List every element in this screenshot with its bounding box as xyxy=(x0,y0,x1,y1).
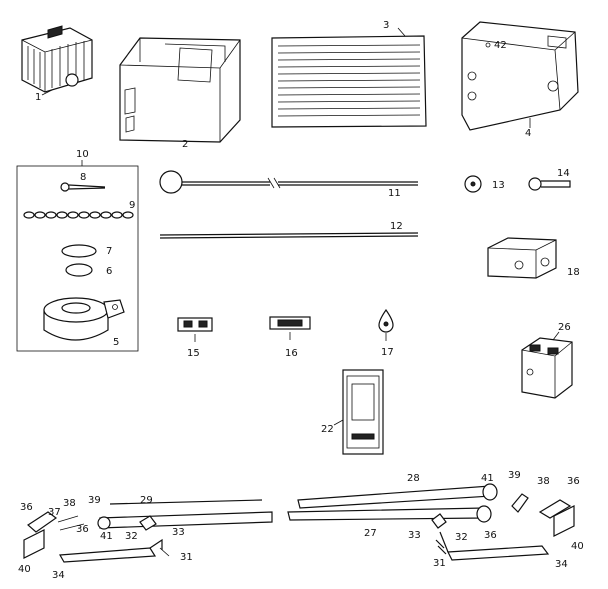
label-39a: 39 xyxy=(88,495,101,506)
label-39b: 39 xyxy=(508,470,521,481)
left-burner-assembly xyxy=(23,499,273,563)
label-29: 29 xyxy=(140,495,153,506)
label-36c: 36 xyxy=(567,476,580,487)
label-33a: 33 xyxy=(172,527,185,538)
label-41b: 41 xyxy=(481,473,494,484)
part-15-plate xyxy=(177,317,213,342)
label-2: 2 xyxy=(182,139,188,150)
label-27: 27 xyxy=(364,528,377,539)
part-17-drop xyxy=(378,308,394,341)
label-11: 11 xyxy=(388,188,401,199)
label-10: 10 xyxy=(76,149,89,160)
left-bracket-34 xyxy=(59,547,157,563)
label-37: 37 xyxy=(48,507,61,518)
right-burner-tube-27 xyxy=(287,507,485,521)
label-14: 14 xyxy=(557,168,570,179)
right-bracket-36 xyxy=(538,499,572,519)
label-38a: 38 xyxy=(63,498,76,509)
label-34a: 34 xyxy=(52,570,65,581)
label-22: 22 xyxy=(321,424,334,435)
label-5: 5 xyxy=(113,337,119,348)
parts-group-frame xyxy=(16,165,139,352)
label-40a: 40 xyxy=(18,564,31,575)
part-11-rod xyxy=(159,170,418,194)
label-32b: 32 xyxy=(455,532,468,543)
part-2-firebox xyxy=(119,37,241,143)
label-12: 12 xyxy=(390,221,403,232)
part-26-control-block xyxy=(521,331,573,399)
part-12-long-rod xyxy=(159,232,419,239)
label-31a: 31 xyxy=(180,552,193,563)
label-4: 4 xyxy=(525,128,531,139)
label-36a: 36 xyxy=(20,502,33,513)
label-9: 9 xyxy=(129,200,135,211)
part-16-plate xyxy=(269,316,311,340)
label-26: 26 xyxy=(558,322,571,333)
part-22-thermostat-panel xyxy=(333,369,384,455)
part-4-combustion-box xyxy=(461,21,579,131)
label-13: 13 xyxy=(492,180,505,191)
label-41a: 41 xyxy=(100,531,113,542)
label-16: 16 xyxy=(285,348,298,359)
part-8-cotter-pin xyxy=(60,182,106,192)
part-3-grille xyxy=(271,27,427,128)
part-18-block xyxy=(487,237,557,279)
part-1-burner-assembly xyxy=(21,25,93,96)
right-bracket-34 xyxy=(447,545,550,561)
part-7-ring xyxy=(61,244,97,258)
part-6-gasket xyxy=(65,263,93,277)
right-burner-assembly xyxy=(287,483,575,561)
label-32a: 32 xyxy=(125,531,138,542)
label-42: 42 xyxy=(494,40,507,51)
left-bracket-36 xyxy=(27,511,58,533)
label-38b: 38 xyxy=(537,476,550,487)
label-36b: 36 xyxy=(76,524,89,535)
label-33b: 33 xyxy=(408,530,421,541)
part-13-washer xyxy=(464,175,482,193)
label-31b: 31 xyxy=(433,558,446,569)
right-burner-tube-28 xyxy=(297,485,493,509)
label-36d: 36 xyxy=(484,530,497,541)
label-1: 1 xyxy=(35,92,41,103)
label-28: 28 xyxy=(407,473,420,484)
label-15: 15 xyxy=(187,348,200,359)
part-9-chain xyxy=(23,211,134,219)
label-8: 8 xyxy=(80,172,86,183)
part-14-key xyxy=(528,177,571,191)
label-7: 7 xyxy=(106,246,112,257)
label-3: 3 xyxy=(383,20,389,31)
label-17: 17 xyxy=(381,347,394,358)
grille-slats xyxy=(277,44,421,117)
label-40b: 40 xyxy=(571,541,584,552)
left-burner-tube xyxy=(99,511,273,529)
part-5-collar xyxy=(43,297,125,341)
label-6: 6 xyxy=(106,266,112,277)
label-18: 18 xyxy=(567,267,580,278)
label-34b: 34 xyxy=(555,559,568,570)
